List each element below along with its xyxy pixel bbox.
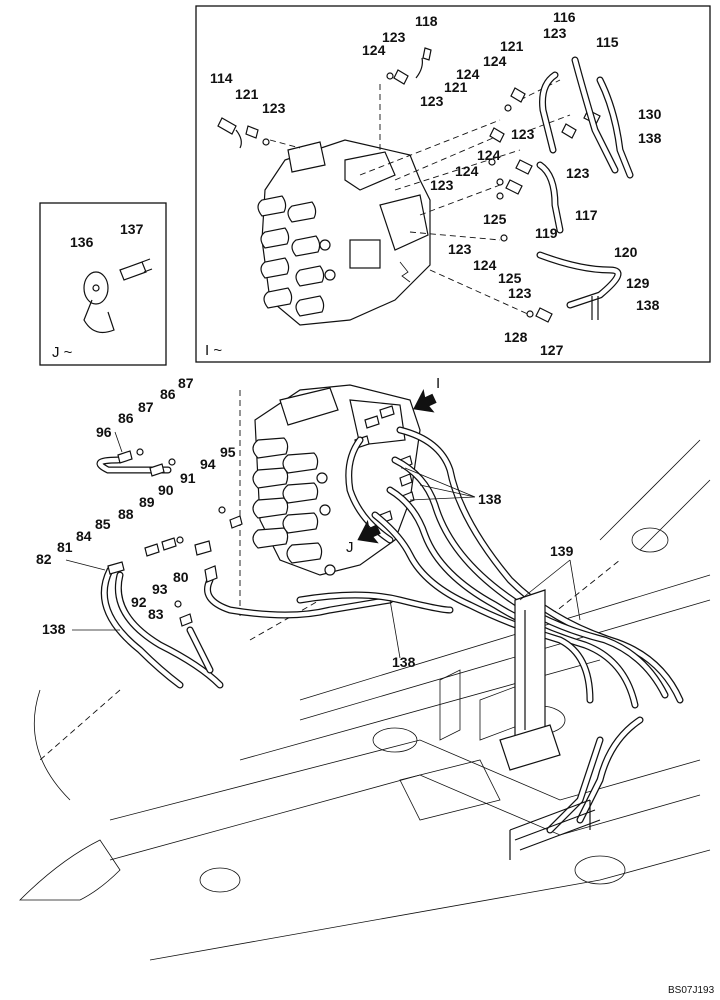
callout: 121 bbox=[500, 38, 524, 54]
callout: 121 bbox=[235, 86, 259, 102]
svg-text:I: I bbox=[436, 375, 440, 392]
control-valve-main bbox=[252, 384, 421, 576]
callout: 114 bbox=[210, 70, 233, 86]
detail-i-callouts: 118 116 123 115 124 123 121 124 124 114 … bbox=[210, 9, 662, 358]
left-hoses bbox=[96, 456, 454, 689]
callout: 87 bbox=[138, 399, 154, 415]
callout: 91 bbox=[180, 470, 196, 486]
callout: 124 bbox=[456, 66, 480, 82]
callout: 123 bbox=[382, 29, 406, 45]
detail-i-leaders bbox=[269, 79, 571, 316]
callout: 83 bbox=[148, 606, 164, 622]
callout: 123 bbox=[508, 285, 532, 301]
callout: 124 bbox=[362, 42, 386, 58]
callout: 121 bbox=[444, 79, 468, 95]
callout: 128 bbox=[504, 329, 528, 345]
left-fittings bbox=[107, 448, 243, 627]
callout: 124 bbox=[473, 257, 497, 273]
callout: 123 bbox=[566, 165, 590, 181]
callout: 96 bbox=[96, 424, 112, 440]
callout: 88 bbox=[118, 506, 134, 522]
callout: 93 bbox=[152, 581, 168, 597]
callout: 123 bbox=[448, 241, 472, 257]
callout: 138 bbox=[392, 654, 416, 670]
callout: 138 bbox=[638, 130, 662, 146]
callout: 124 bbox=[477, 147, 501, 163]
callout: 117 bbox=[575, 207, 598, 223]
callout: 123 bbox=[430, 177, 454, 193]
clamp-detail-j bbox=[83, 258, 153, 333]
callout: 90 bbox=[158, 482, 174, 498]
callout: 138 bbox=[478, 491, 502, 507]
callout: 116 bbox=[553, 9, 576, 25]
callout: 119 bbox=[535, 225, 558, 241]
view-arrow-i: I bbox=[413, 375, 440, 413]
detail-i-view-label: I ~ bbox=[205, 342, 222, 359]
callout: 118 bbox=[415, 13, 438, 29]
callout: 89 bbox=[139, 494, 155, 510]
hose-bracket bbox=[499, 589, 561, 771]
callout: 124 bbox=[483, 53, 507, 69]
callout: 94 bbox=[200, 456, 216, 472]
callout: 127 bbox=[540, 342, 564, 358]
callout: 123 bbox=[262, 100, 286, 116]
callout: 86 bbox=[118, 410, 134, 426]
hoses-detail-i bbox=[536, 56, 634, 320]
callout: 130 bbox=[638, 106, 662, 122]
drawing-reference: BS07J193 bbox=[668, 985, 715, 996]
callout: 125 bbox=[483, 211, 507, 227]
control-valve-detail bbox=[257, 139, 431, 326]
main-callouts: 87 86 87 86 96 94 95 138 91 90 89 88 85 … bbox=[36, 375, 574, 670]
callout: 125 bbox=[498, 270, 522, 286]
callout: 84 bbox=[76, 528, 92, 544]
callout: 82 bbox=[36, 551, 52, 567]
callout: 92 bbox=[131, 594, 147, 610]
callout: 123 bbox=[420, 93, 444, 109]
callout: 129 bbox=[626, 275, 650, 291]
callout: 120 bbox=[614, 244, 638, 260]
main-leader-lines bbox=[65, 431, 581, 659]
view-arrow-j: J bbox=[346, 519, 381, 556]
svg-text:J: J bbox=[346, 539, 354, 556]
callout: 124 bbox=[455, 163, 479, 179]
callout: 136 bbox=[70, 234, 94, 250]
callout: 81 bbox=[57, 539, 73, 555]
callout: 138 bbox=[42, 621, 66, 637]
callout: 95 bbox=[220, 444, 236, 460]
callout: 137 bbox=[120, 221, 144, 237]
callout: 138 bbox=[636, 297, 660, 313]
callout: 123 bbox=[543, 25, 567, 41]
callout: 139 bbox=[550, 543, 574, 559]
callout: 85 bbox=[95, 516, 111, 532]
hose-bundle bbox=[345, 426, 684, 860]
detail-j-view-label: J ~ bbox=[52, 344, 73, 361]
callout: 86 bbox=[160, 386, 176, 402]
callout: 115 bbox=[596, 34, 619, 50]
callout: 80 bbox=[173, 569, 189, 585]
callout: 123 bbox=[511, 126, 535, 142]
callout: 87 bbox=[178, 375, 194, 391]
